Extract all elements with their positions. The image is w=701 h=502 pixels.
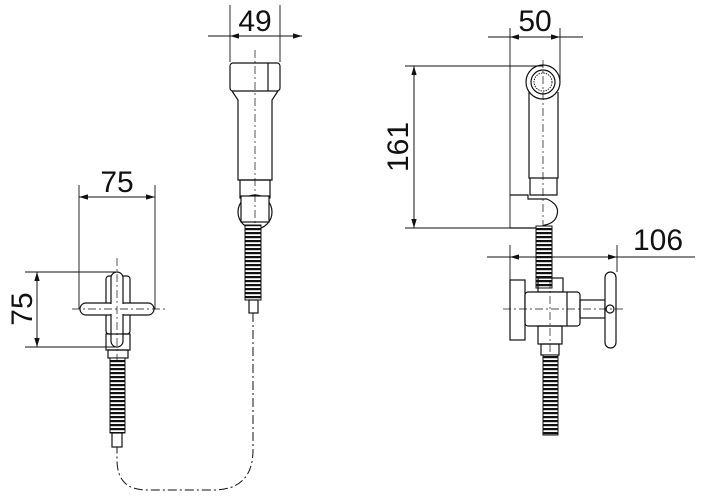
dimension-label-50: 50 bbox=[518, 5, 551, 38]
dimension-label-49: 49 bbox=[238, 5, 271, 38]
dimension-label-161: 161 bbox=[382, 122, 415, 172]
side-hose-spring bbox=[535, 225, 553, 289]
hose-spring bbox=[244, 224, 262, 301]
flexible-hose bbox=[116, 313, 254, 491]
wall-plate bbox=[509, 279, 526, 341]
side-valve-hose-spring bbox=[542, 354, 559, 436]
dimension-label-75-horizontal: 75 bbox=[100, 166, 133, 199]
valve-hose-spring bbox=[109, 357, 126, 434]
dimension-label-75-vertical: 75 bbox=[6, 292, 39, 325]
valve-handle bbox=[604, 271, 617, 349]
front-handset: 49 bbox=[208, 5, 302, 314]
front-valve: 75 75 bbox=[6, 166, 168, 448]
dimension-label-106: 106 bbox=[633, 224, 683, 257]
side-view: 50 161 106 bbox=[382, 5, 695, 436]
